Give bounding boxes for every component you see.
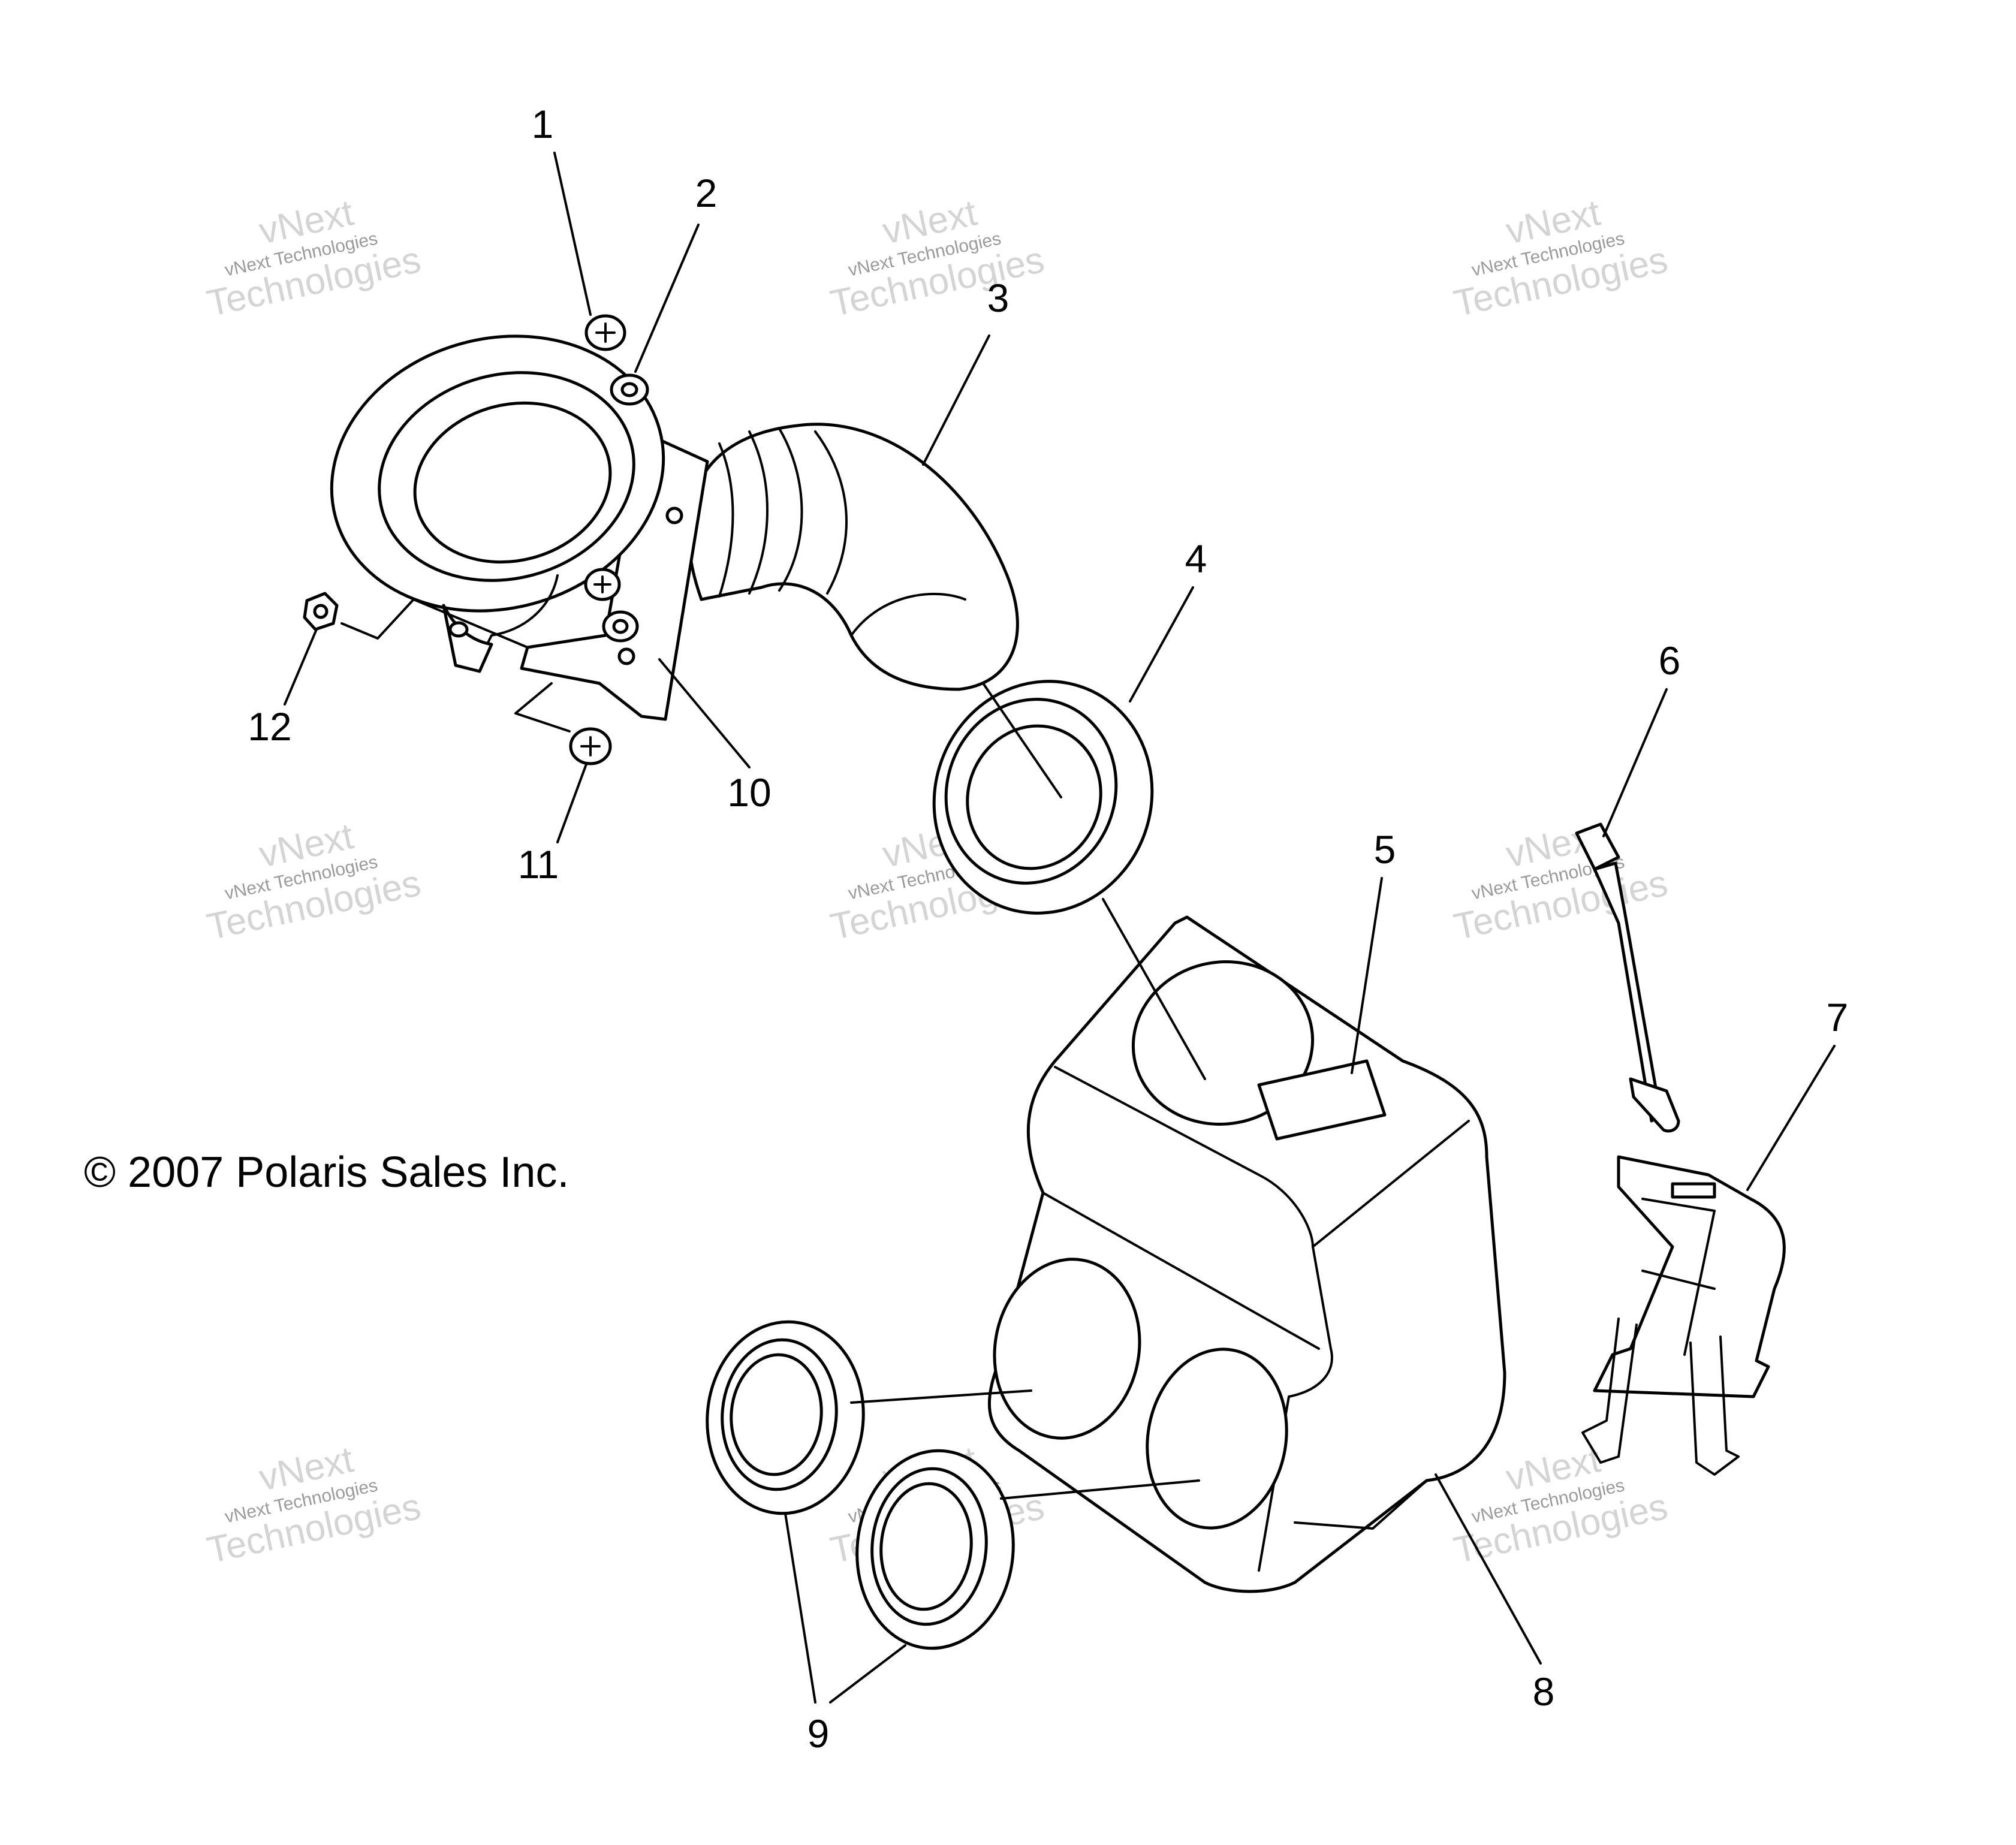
callout-11: 11	[518, 842, 559, 887]
copyright-notice: © 2007 Polaris Sales Inc.	[84, 1148, 569, 1196]
callout-10: 10	[727, 770, 771, 815]
grommet-mid	[602, 610, 639, 643]
callout-3: 3	[987, 276, 1009, 320]
part-11-screw	[569, 727, 612, 765]
callout-labels: 1 2 3 4 5 6 7 8 9 10 11 12	[248, 102, 1848, 1756]
callout-5: 5	[1374, 827, 1396, 872]
callout-8: 8	[1533, 1669, 1555, 1714]
part-1-screw	[584, 314, 626, 351]
screw-mid	[584, 568, 621, 601]
part-6-strap	[1575, 822, 1680, 1133]
part-9-boot-lower	[855, 1449, 1015, 1650]
part-7-bracket	[1581, 1155, 1786, 1476]
part-9-boot-upper	[706, 1320, 865, 1515]
part-12-nut	[303, 592, 339, 631]
callout-12: 12	[248, 704, 291, 749]
part-10-bracket	[520, 430, 709, 721]
part-2-washer	[610, 373, 649, 406]
part-8-airbox	[987, 915, 1506, 1593]
intake-bellmouth	[330, 334, 665, 673]
fastener-path-12	[340, 598, 529, 649]
callout-1: 1	[532, 102, 554, 146]
part-4-coupler	[932, 680, 1154, 915]
fastener-path-11	[514, 682, 571, 732]
callout-7: 7	[1827, 995, 1849, 1039]
callout-9: 9	[807, 1711, 830, 1756]
part-3-air-intake-duct	[686, 423, 1019, 691]
leader-lines	[284, 152, 1836, 1704]
callout-6: 6	[1659, 638, 1681, 683]
callout-4: 4	[1185, 536, 1207, 581]
callout-2: 2	[695, 171, 718, 215]
